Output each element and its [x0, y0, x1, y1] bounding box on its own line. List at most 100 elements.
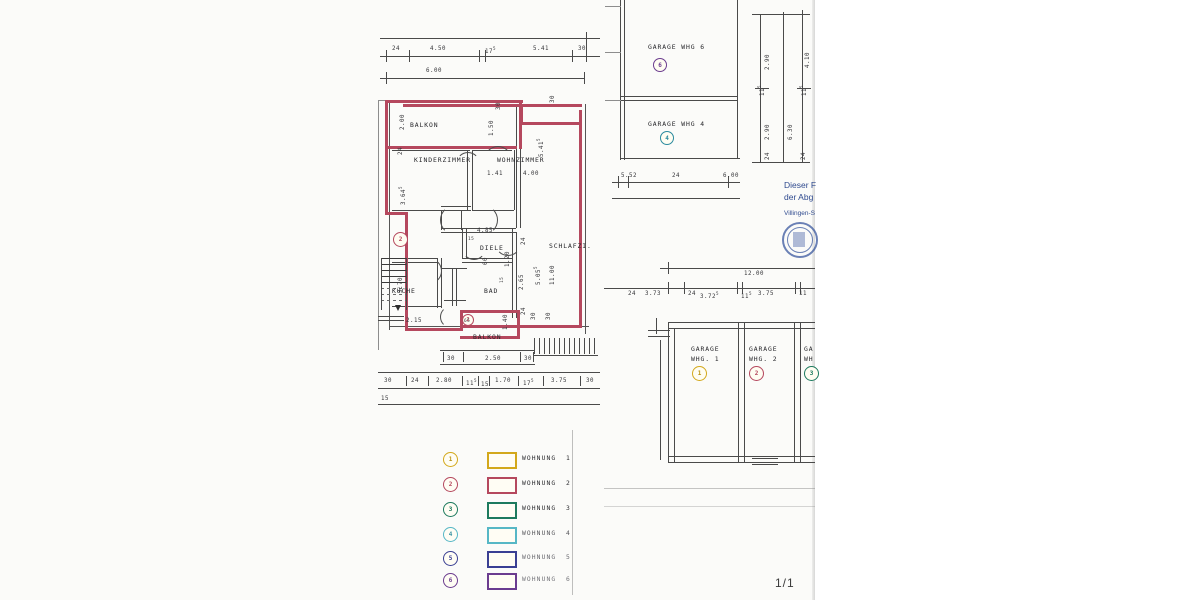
dim-v-8: 4.00 [523, 171, 539, 177]
garage-badge-2: 2 [749, 366, 764, 381]
dim-v-24: 30 [546, 312, 552, 320]
gl-dim-7: 11 [799, 291, 807, 297]
floor-plan-badge-balkon: 2 [462, 314, 474, 326]
gu-dim-5: 4.10 [805, 52, 811, 68]
room-label-bad: BAD [484, 287, 499, 295]
legend-badge-6: 6 [443, 573, 458, 588]
dim-v-21: 1.40 [503, 314, 509, 330]
dim-v-12: 15 [500, 276, 505, 283]
dim-top-total: 6.00 [426, 68, 442, 74]
garage-label-whg1-line2: WHG. 1 [691, 355, 720, 363]
legend-label-5: WOHNUNG [522, 554, 557, 561]
dim-bot-6: 115 [466, 378, 478, 387]
dim-v-6: 5.415 [536, 138, 545, 157]
staircase [381, 258, 407, 310]
room-label-schlafzimmer: SCHLAFZI. [549, 242, 592, 250]
dim-v-14: 2.65 [519, 274, 525, 290]
dim-v-2: 30 [496, 102, 502, 110]
legend-label-1: WOHNUNG [522, 455, 557, 462]
legend-index-6: 6 [566, 576, 571, 583]
garage-label-whg4: GARAGE WHG 4 [648, 120, 705, 128]
garage-label-whg3-line1: GA [804, 345, 814, 353]
dim-v-22: 24 [521, 307, 527, 315]
dim-v-20: 65 [464, 319, 471, 324]
stamp-line-1: Dieser F [784, 180, 817, 190]
sheet-border-bottom [604, 488, 815, 489]
legend-swatch-3 [487, 502, 517, 519]
dim-top-0: 24 [392, 46, 400, 52]
gl-dim-0: 12.00 [744, 271, 764, 277]
dim-top-1: 4.50 [430, 46, 446, 52]
floor-plan-badge-wohnung-2: 2 [393, 232, 408, 247]
gl-dim-6: 3.75 [758, 291, 774, 297]
dim-v-0: 2.00 [400, 114, 406, 130]
terrace-hatch [534, 338, 598, 354]
page-number: 1/1 [775, 576, 795, 590]
dim-bot-3: 30 [384, 378, 392, 384]
door-swing-bad [462, 236, 486, 260]
gu-dim-8: 5.52 [621, 173, 637, 179]
door-swing-kueche [416, 258, 442, 284]
door-swing-balkon-oben [456, 152, 480, 176]
door-swing-wohnzimmer [468, 205, 498, 235]
gu-dim-3: 24 [765, 152, 771, 160]
door-swing-balkon-unten [440, 306, 462, 328]
room-label-kueche: KÜCHE [392, 287, 416, 295]
gu-dim-7: 24 [801, 152, 807, 160]
gu-dim-4: 6.30 [788, 124, 794, 140]
badge-number-small: 2 [466, 317, 470, 323]
legend-badge-3: 3 [443, 502, 458, 517]
dim-v-18: 60 [483, 257, 489, 265]
room-label-balkon-oben: BALKON [410, 121, 439, 129]
dim-bot-9: 175 [523, 378, 535, 387]
badge-number: 2 [398, 236, 403, 243]
stair-direction-arrow [395, 305, 401, 311]
garage-label-whg2-line1: GARAGE [749, 345, 778, 353]
gl-dim-2: 3.73 [645, 291, 661, 297]
legend-index-4: 4 [566, 530, 571, 537]
page-margin-white [815, 0, 1200, 600]
gu-dim-6: 115 [799, 84, 808, 96]
garage-badge-4: 4 [660, 131, 674, 145]
garage-label-whg6: GARAGE WHG 6 [648, 43, 705, 51]
legend-label-2: WOHNUNG [522, 480, 557, 487]
dim-bot-2: 30 [524, 356, 532, 362]
door-swing-schlafzimmer [495, 230, 521, 256]
dim-v-7: 1.41 [487, 171, 503, 177]
room-label-kinderzimmer: KINDERZIMMER [414, 156, 471, 164]
legend-swatch-6 [487, 573, 517, 590]
dim-top-2: 175 [485, 46, 497, 55]
door-swing-kinderzimmer [440, 205, 470, 235]
gl-dim-3: 24 [688, 291, 696, 297]
stamp-line-3: Villingen-S [784, 210, 815, 217]
legend-label-6: WOHNUNG [522, 576, 557, 583]
legend-swatch-1 [487, 452, 517, 469]
dim-top-4: 30 [578, 46, 586, 52]
legend-index-5: 5 [566, 554, 571, 561]
garage-badge-1: 1 [692, 366, 707, 381]
dim-bot-1: 2.50 [485, 356, 501, 362]
dim-v-4: 24 [398, 147, 404, 155]
dim-bot-10: 3.75 [551, 378, 567, 384]
room-label-diele: DIELE [480, 244, 504, 252]
dim-v-5: 3.645 [398, 186, 407, 205]
door-swing-entry [484, 146, 512, 174]
gu-dim-10: 6.00 [723, 173, 739, 179]
dim-v-15: 5.055 [533, 266, 542, 285]
legend-badge-5: 5 [443, 551, 458, 566]
official-seal-icon [782, 222, 818, 258]
garage-label-whg3-line2: WH [804, 355, 814, 363]
dim-bot-4: 24 [411, 378, 419, 384]
dim-v-10: 15 [468, 237, 475, 242]
legend-label-4: WOHNUNG [522, 530, 557, 537]
dim-v-11: 1.20 [505, 251, 511, 267]
dim-v-13: 24 [521, 237, 527, 245]
dim-v-19: 2.15 [406, 318, 422, 324]
gu-dim-0: 2.90 [765, 54, 771, 70]
dim-v-16: 11.00 [550, 265, 556, 285]
garage-badge-3: 3 [804, 366, 819, 381]
legend-index-1: 1 [566, 455, 571, 462]
garage-label-whg2-line2: WHG. 2 [749, 355, 778, 363]
dim-v-3: 30 [550, 95, 556, 103]
